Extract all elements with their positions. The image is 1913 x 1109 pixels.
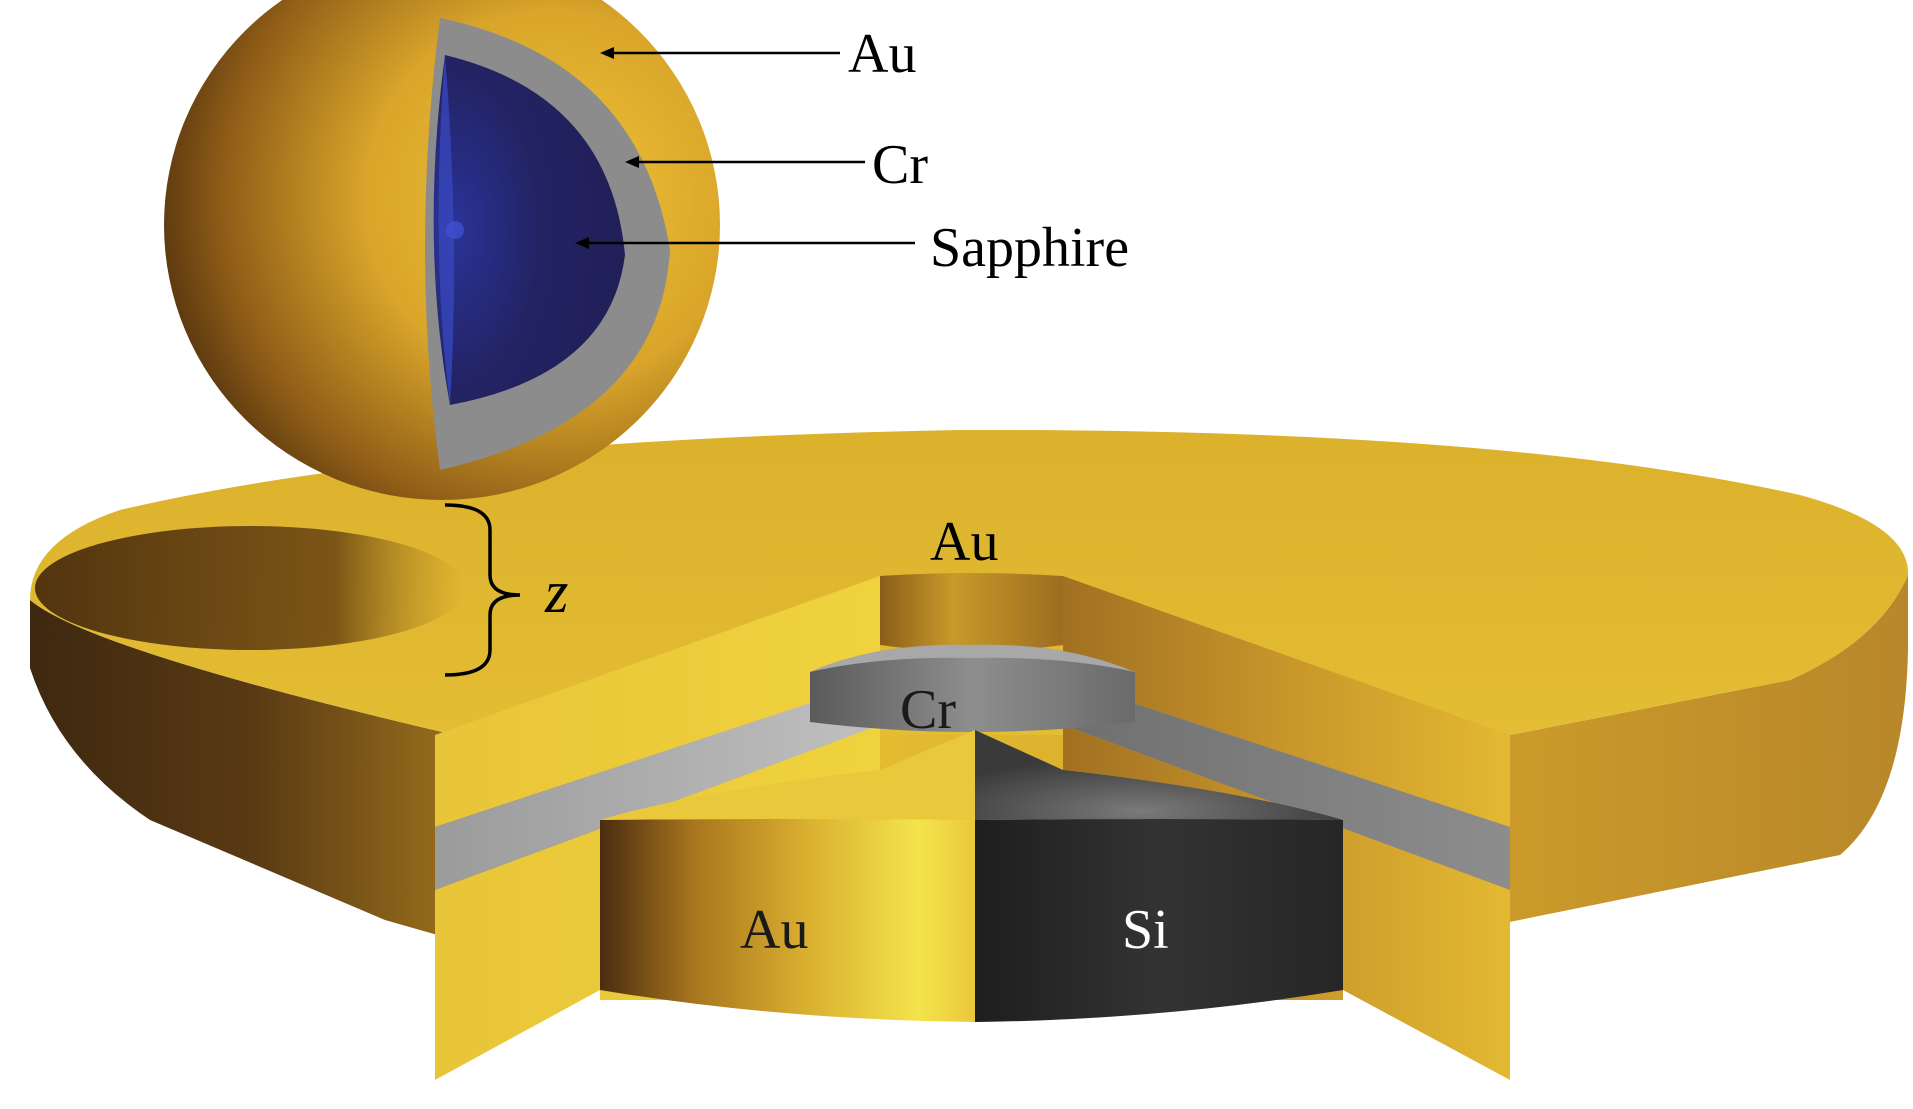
- left-wall-cr: [435, 680, 880, 890]
- leader-arrowheads: [575, 47, 639, 249]
- core-cr-layer: [810, 644, 1135, 732]
- label-disk-si: Si: [1122, 899, 1169, 961]
- arrowhead-cr: [625, 156, 639, 168]
- label-sphere-sapphire: Sapphire: [930, 217, 1129, 279]
- label-disk-cr: Cr: [900, 679, 956, 741]
- core-si-half: [975, 819, 1343, 1022]
- sphere-sapphire-core: [433, 55, 625, 405]
- sphere-center-dot: [446, 221, 464, 239]
- label-disk-top-au: Au: [930, 511, 998, 573]
- core-au-cap: [880, 573, 1063, 652]
- leader-lines: [580, 51, 915, 245]
- gap-brace: [444, 503, 521, 677]
- label-gap-z: z: [544, 559, 568, 625]
- core-au-half: [600, 819, 975, 1022]
- core-au-half-top: [600, 730, 975, 820]
- probe-sphere: [164, 0, 720, 500]
- cutaway: [435, 573, 1510, 1080]
- core-cr-shelf: [810, 644, 1135, 672]
- sphere-shadow: [35, 526, 465, 650]
- left-wall-au-upper: [435, 576, 880, 827]
- label-disk-bottom-au: Au: [740, 899, 808, 961]
- arrowhead-sapphire: [575, 237, 589, 249]
- right-wall-cr: [1063, 680, 1510, 890]
- core-si-half-top: [975, 730, 1343, 820]
- label-sphere-cr: Cr: [872, 134, 928, 196]
- right-wall-au-upper: [1063, 576, 1510, 827]
- label-sphere-au: Au: [848, 23, 916, 85]
- arrowhead-au: [600, 47, 614, 59]
